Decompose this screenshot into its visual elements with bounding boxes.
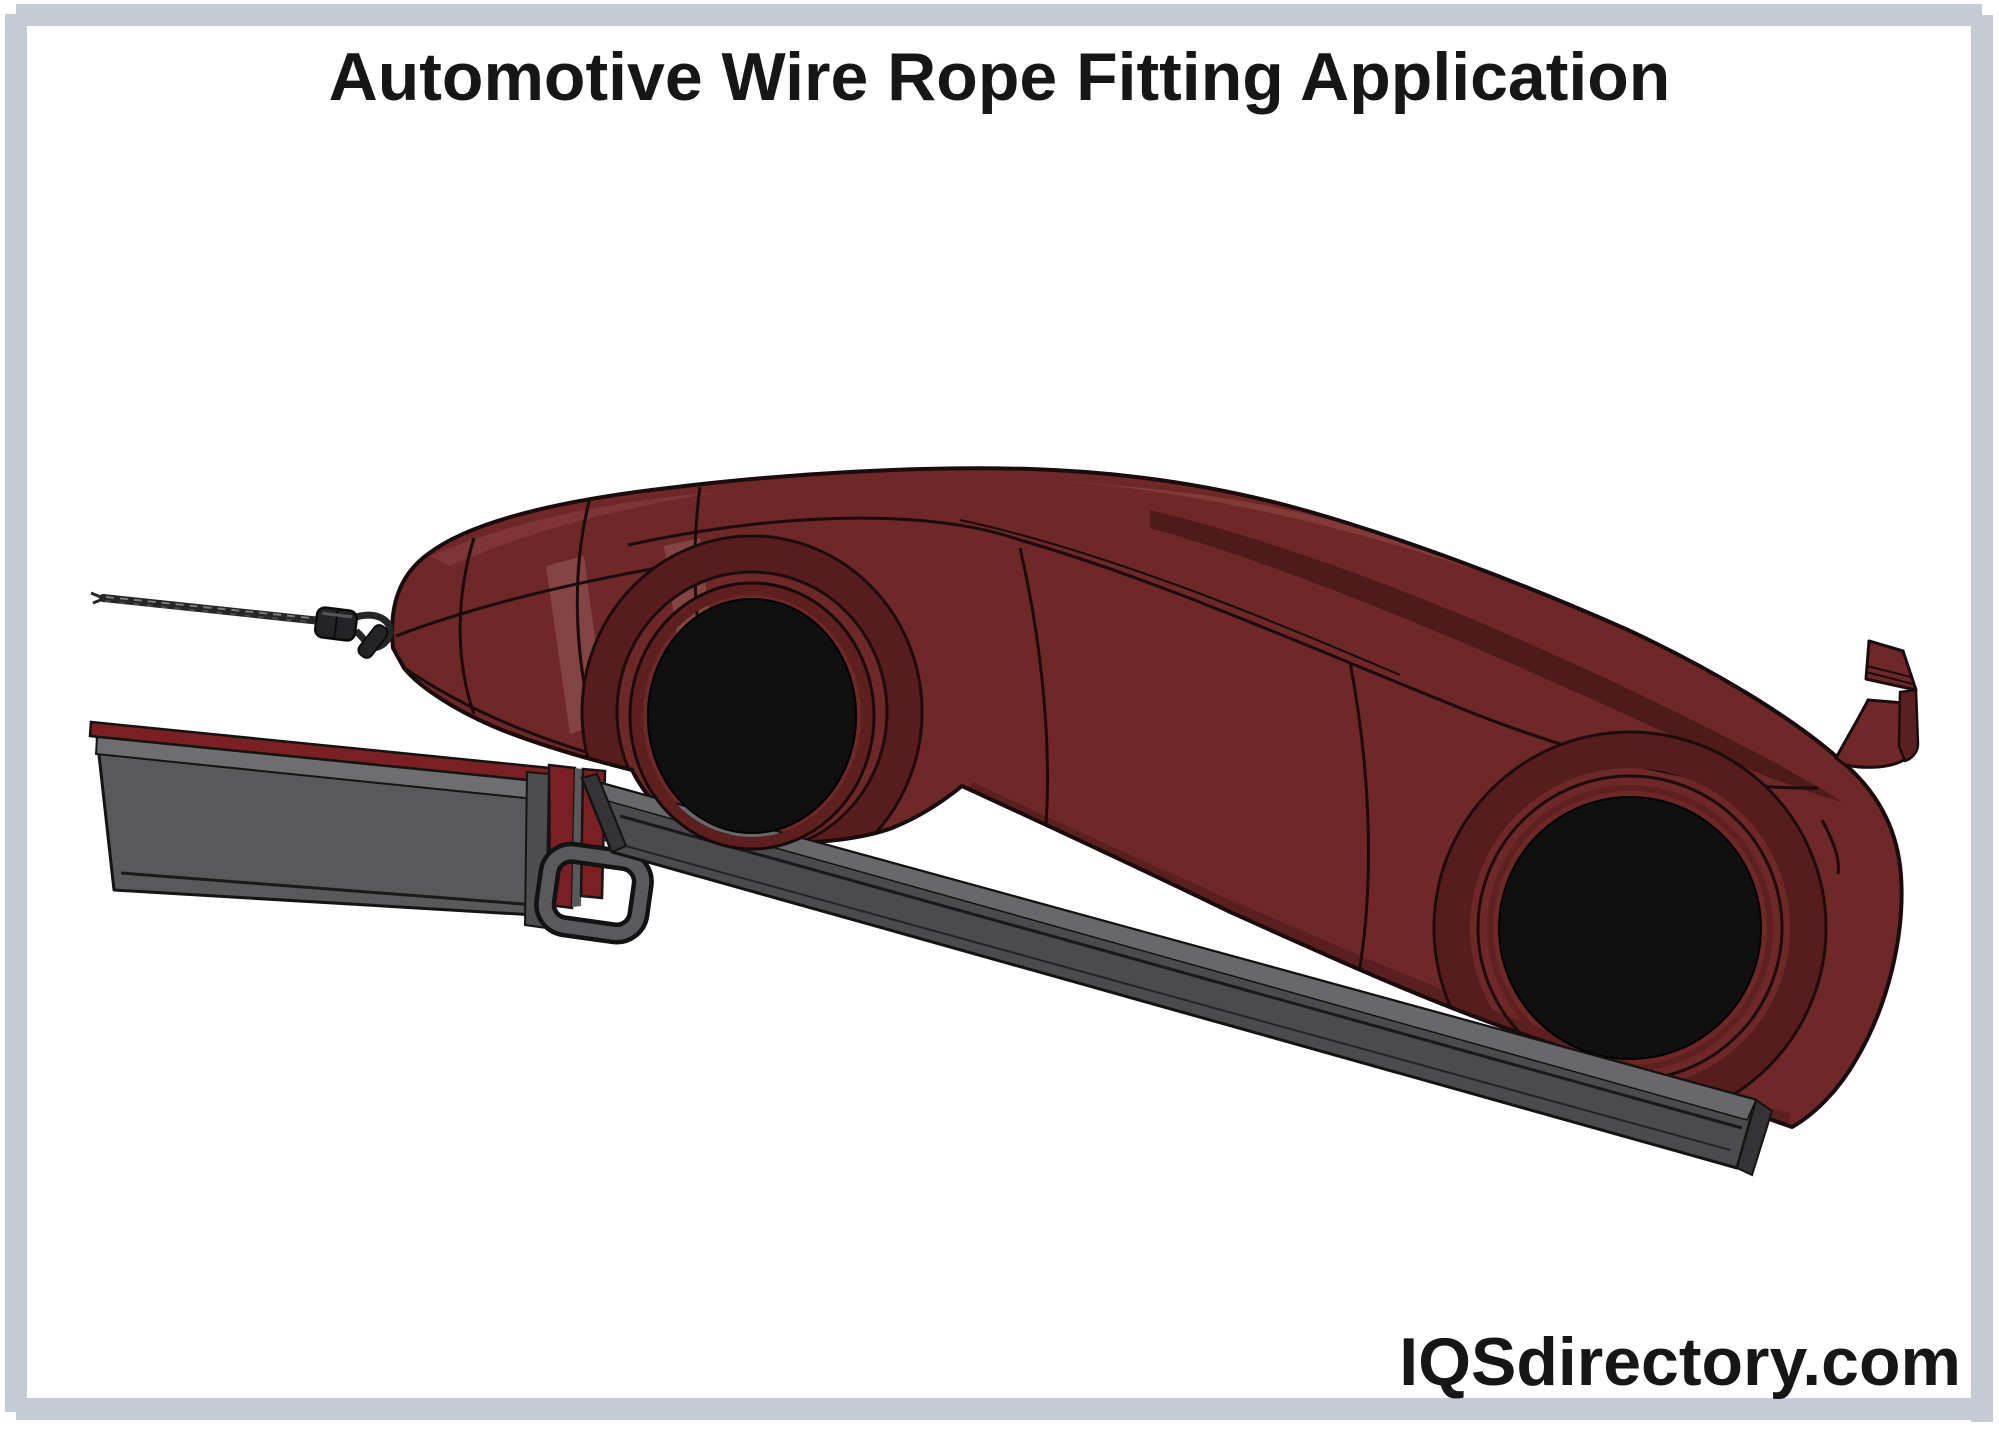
swage-sleeve-fitting xyxy=(313,606,359,642)
spoiler-fin xyxy=(1897,688,1920,763)
front-wheel-overlay xyxy=(628,581,876,851)
frame-top-bar xyxy=(16,4,1982,26)
loading-ramp xyxy=(580,772,1774,1177)
rope-eye-upper-strand xyxy=(355,611,394,652)
ramp-groove-line xyxy=(619,814,1743,1130)
rear-wheel xyxy=(1498,796,1762,1060)
spoiler-pylon xyxy=(1834,698,1909,769)
panel-line-quarter-seam xyxy=(1348,661,1370,979)
panel-line-bumper-seam xyxy=(1820,819,1840,875)
rear-spoiler xyxy=(1834,639,1920,769)
front-wheel-face xyxy=(647,598,857,834)
picture-frame xyxy=(5,4,1993,1422)
ramp-left-end-face xyxy=(580,772,628,854)
wire-rope xyxy=(99,594,325,625)
wire-rope-assembly xyxy=(90,591,394,659)
watermark-text: IQSdirectory.com xyxy=(1399,1324,1961,1400)
frame-right-bar xyxy=(1971,15,1993,1422)
hood-highlight xyxy=(430,492,720,566)
ramp-groove-line-2 xyxy=(603,839,1731,1151)
page-title: Automotive Wire Rope Fitting Application xyxy=(328,39,1671,115)
deck-groove-line xyxy=(120,871,550,908)
panel-line-belt-2 xyxy=(959,519,1401,676)
front-wheel-lip-overlay xyxy=(630,583,874,849)
tow-hook-pin xyxy=(357,624,389,659)
shackle-loop xyxy=(534,841,654,945)
rope-frayed-tip xyxy=(90,591,104,605)
spoiler-blade-lines xyxy=(1865,665,1914,685)
rear-deck-shadow-band xyxy=(1150,510,1842,802)
frame-bottom-bar xyxy=(16,1398,1982,1420)
wire-rope-braid-highlight xyxy=(105,596,321,620)
panel-line-hood-crease xyxy=(395,564,669,638)
front-wheel-lip-outline xyxy=(628,581,876,851)
ramp-tip-face xyxy=(1735,1098,1774,1177)
frame-left-bar xyxy=(5,14,27,1412)
panel-line-nose-seam xyxy=(458,537,476,715)
flatbed-deck xyxy=(88,720,654,945)
shackle-body xyxy=(538,846,650,940)
tow-hook-pin-body xyxy=(357,624,389,659)
swage-sleeve-highlight xyxy=(322,611,353,619)
